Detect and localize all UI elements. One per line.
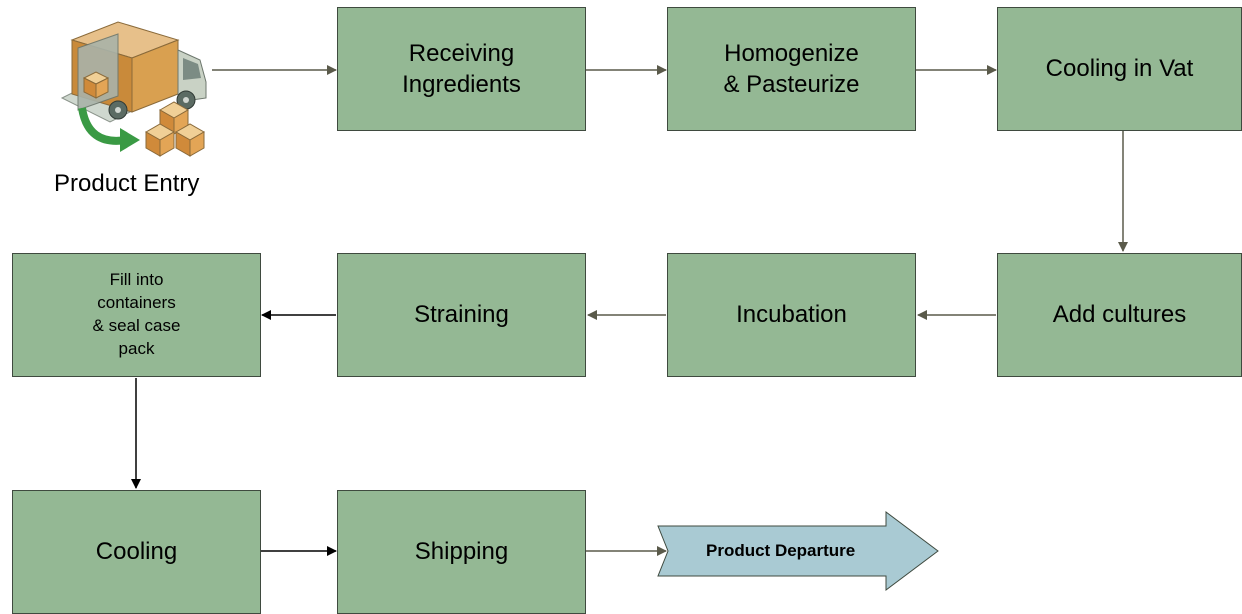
step-homogenize-pasteurize-label: Homogenize & Pasteurize <box>723 39 860 98</box>
step-add-cultures-label: Add cultures <box>1052 301 1187 329</box>
step-add-cultures: Add cultures <box>997 253 1242 377</box>
product-entry-label: Product Entry <box>54 170 200 197</box>
step-homogenize-pasteurize: Homogenize & Pasteurize <box>667 7 916 131</box>
step-receiving-ingredients-label: Receiving Ingredients <box>402 39 521 98</box>
step-incubation-label: Incubation <box>736 301 847 329</box>
step-cooling-in-vat-label: Cooling in Vat <box>1045 55 1194 83</box>
step-incubation: Incubation <box>667 253 916 377</box>
delivery-truck-icon <box>60 21 207 157</box>
step-cooling-in-vat: Cooling in Vat <box>997 7 1242 131</box>
product-departure-arrow <box>657 511 939 591</box>
step-cooling: Cooling <box>12 490 261 614</box>
step-straining: Straining <box>337 253 586 377</box>
step-receiving-ingredients: Receiving Ingredients <box>337 7 586 131</box>
step-shipping-label: Shipping <box>414 538 509 566</box>
product-departure-label: Product Departure <box>706 541 856 560</box>
step-fill-containers: Fill into containers & seal case pack <box>12 253 261 377</box>
step-fill-containers-label: Fill into containers & seal case pack <box>92 270 181 358</box>
step-shipping: Shipping <box>337 490 586 614</box>
step-straining-label: Straining <box>414 301 509 329</box>
step-cooling-label: Cooling <box>95 538 178 566</box>
